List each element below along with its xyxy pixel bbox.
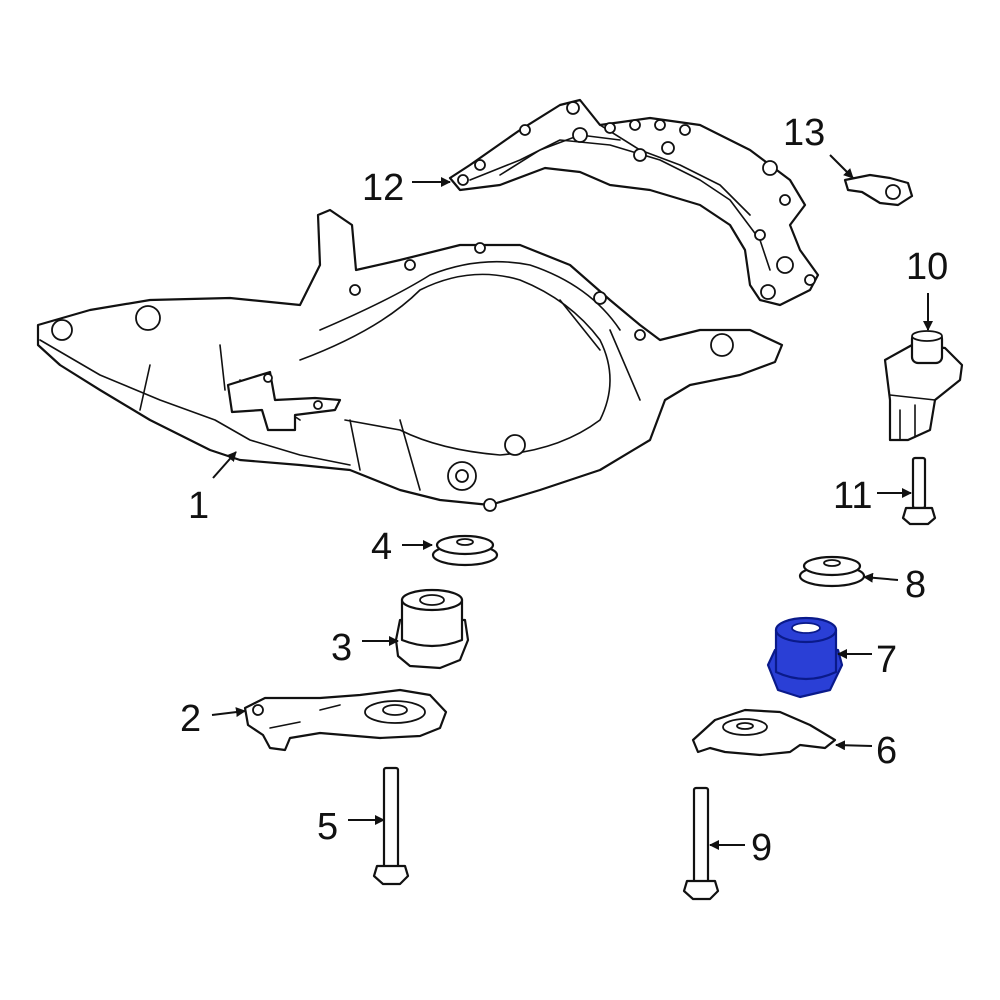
arrow-6 [835,740,873,751]
callout-3[interactable]: 3 [331,627,352,669]
part-8-washer[interactable] [798,555,866,588]
arrow-13 [829,154,854,179]
callout-2[interactable]: 2 [180,698,201,740]
callout-5[interactable]: 5 [317,806,338,848]
callout-1[interactable]: 1 [188,485,209,527]
part-12-stiffener[interactable] [448,98,820,307]
callout-13[interactable]: 13 [783,112,825,154]
callout-8[interactable]: 8 [905,564,926,606]
callout-labels: 1 2 3 4 5 6 7 8 9 10 11 12 13 [180,112,948,869]
part-2-lower-bracket[interactable] [243,688,448,752]
part-6-plate[interactable] [691,708,837,757]
callout-10[interactable]: 10 [906,246,948,288]
part-3-bushing[interactable] [394,588,470,670]
callout-9[interactable]: 9 [751,827,772,869]
part-7-bushing-highlighted[interactable] [766,616,844,699]
callout-11[interactable]: 11 [833,475,872,517]
part-5-bolt[interactable] [372,766,410,886]
part-11-bolt[interactable] [901,456,937,526]
callout-6[interactable]: 6 [876,730,897,772]
part-4-washer[interactable] [431,534,499,567]
arrow-1 [212,451,237,479]
part-1-subframe[interactable] [36,208,784,512]
part-13-bracket[interactable] [843,173,914,207]
arrow-2 [211,707,246,718]
arrow-8 [863,572,899,583]
callout-7[interactable]: 7 [876,639,897,681]
part-9-bolt[interactable] [682,786,720,901]
callout-12[interactable]: 12 [362,167,404,209]
callout-arrows [211,154,933,850]
part-10-mount-bracket[interactable] [883,330,964,442]
callout-4[interactable]: 4 [371,526,392,568]
